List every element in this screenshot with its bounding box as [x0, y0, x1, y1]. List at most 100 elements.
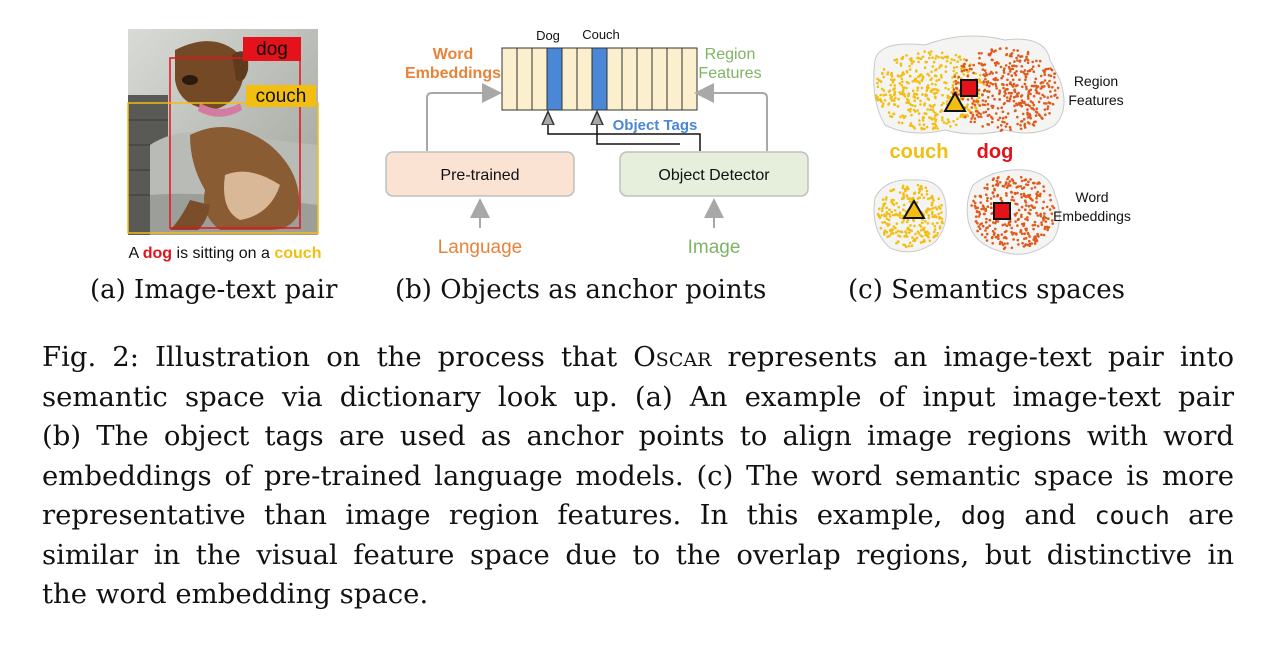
scatter-dot: [894, 96, 897, 100]
scatter-dot: [1035, 107, 1038, 110]
scatter-dot: [934, 234, 937, 237]
scatter-dot: [1001, 120, 1004, 124]
scatter-dot: [935, 79, 938, 82]
scatter-dot: [923, 66, 927, 69]
scatter-dot: [1015, 56, 1018, 60]
scatter-dot: [885, 196, 888, 199]
scatter-dot: [979, 201, 982, 204]
scatter-dot: [922, 228, 926, 232]
scatter-dot: [984, 207, 988, 211]
scatter-dot: [888, 215, 892, 218]
scatter-dot: [905, 101, 909, 104]
scatter-dot: [923, 240, 926, 243]
scatter-dot: [966, 98, 970, 101]
word-embeddings-label-1: Word: [433, 46, 474, 63]
scatter-dot: [928, 56, 931, 60]
scatter-dot: [1034, 77, 1038, 81]
scatter-dot: [905, 54, 908, 57]
scatter-dot: [917, 56, 921, 60]
scatter-dot: [876, 85, 880, 89]
scatter-dot: [990, 104, 993, 108]
scatter-dot: [940, 51, 944, 55]
scatter-dot: [1032, 70, 1036, 73]
language-label: Language: [438, 237, 523, 258]
scatter-dot: [956, 81, 960, 84]
scatter-dot: [931, 210, 934, 214]
scatter-dot: [896, 104, 900, 108]
scatter-dot: [1011, 64, 1014, 68]
scatter-dot: [919, 99, 922, 103]
scatter-dot: [874, 94, 878, 97]
scatter-dot: [1035, 196, 1038, 200]
scatter-dot: [1037, 92, 1041, 95]
scatter-dot: [961, 97, 964, 101]
scatter-dot: [979, 195, 983, 199]
scatter-dot: [912, 60, 915, 63]
scatter-dot: [1040, 117, 1044, 120]
scatter-dot: [1050, 212, 1054, 215]
scatter-dot: [933, 92, 937, 95]
scatter-dot: [1047, 226, 1051, 229]
scatter-dot: [1005, 47, 1008, 50]
scatter-dot: [1034, 240, 1037, 243]
token-cell: [576, 47, 593, 111]
scatter-dot: [975, 98, 979, 101]
scatter-dot: [885, 206, 888, 210]
scatter-dot: [890, 200, 893, 203]
scatter-dot: [995, 71, 998, 74]
scatter-dot: [1048, 79, 1051, 83]
scatter-dot: [1020, 196, 1023, 199]
scatter-dot: [902, 203, 906, 207]
scatter-dot: [976, 100, 980, 103]
scatter-dot: [1045, 205, 1049, 209]
scatter-dot: [882, 68, 886, 71]
scatter-dot: [988, 218, 992, 222]
scatter-dot: [1022, 223, 1026, 227]
scatter-dot: [911, 89, 915, 92]
scatter-dot: [1026, 113, 1029, 116]
scatter-dot: [900, 83, 903, 87]
scatter-dot: [984, 99, 987, 103]
scatter-dot: [933, 103, 936, 107]
scatter-dot: [931, 197, 934, 200]
scatter-dot: [986, 90, 989, 93]
scatter-dot: [959, 58, 962, 61]
scatter-dot: [938, 226, 942, 230]
top-dog-label: Dog: [536, 28, 560, 43]
scatter-dot: [939, 64, 942, 67]
scatter-dot: [904, 188, 907, 191]
scatter-dot: [1045, 102, 1048, 105]
scatter-dot: [1015, 64, 1018, 68]
scatter-dot: [898, 213, 902, 217]
scatter-dot: [926, 197, 930, 201]
scatter-dot: [1001, 110, 1005, 114]
scatter-dot: [1027, 233, 1030, 236]
scatter-dot: [1009, 81, 1012, 84]
scatter-dot: [945, 122, 949, 125]
scatter-dot: [937, 197, 940, 201]
scatter-dot: [1024, 78, 1027, 82]
oscar-name: Oscar: [633, 341, 712, 373]
scatter-dot: [1002, 71, 1006, 74]
scatter-dot: [921, 93, 924, 96]
scatter-dot: [1001, 223, 1005, 227]
scatter-dot: [994, 84, 998, 88]
scatter-dot: [1008, 67, 1012, 71]
scatter-dot: [931, 201, 934, 205]
scatter-dot: [908, 231, 911, 234]
scatter-dot: [1011, 84, 1014, 87]
scatter-dot: [923, 112, 926, 115]
scatter-dot: [965, 59, 968, 62]
scatter-dot: [923, 226, 926, 230]
scatter-dot: [1009, 95, 1013, 98]
caption-line-5: representative than image region feature…: [42, 496, 1234, 536]
scatter-dot: [936, 127, 939, 130]
scatter-dot: [1002, 69, 1006, 72]
scatter-dot: [953, 75, 957, 78]
scatter-dot: [968, 64, 971, 67]
scatter-dot: [949, 61, 952, 65]
scatter-dot: [966, 74, 970, 78]
scatter-dot: [1035, 59, 1038, 63]
couch-region-triangle-icon: [943, 90, 967, 112]
scatter-dot: [999, 240, 1002, 244]
